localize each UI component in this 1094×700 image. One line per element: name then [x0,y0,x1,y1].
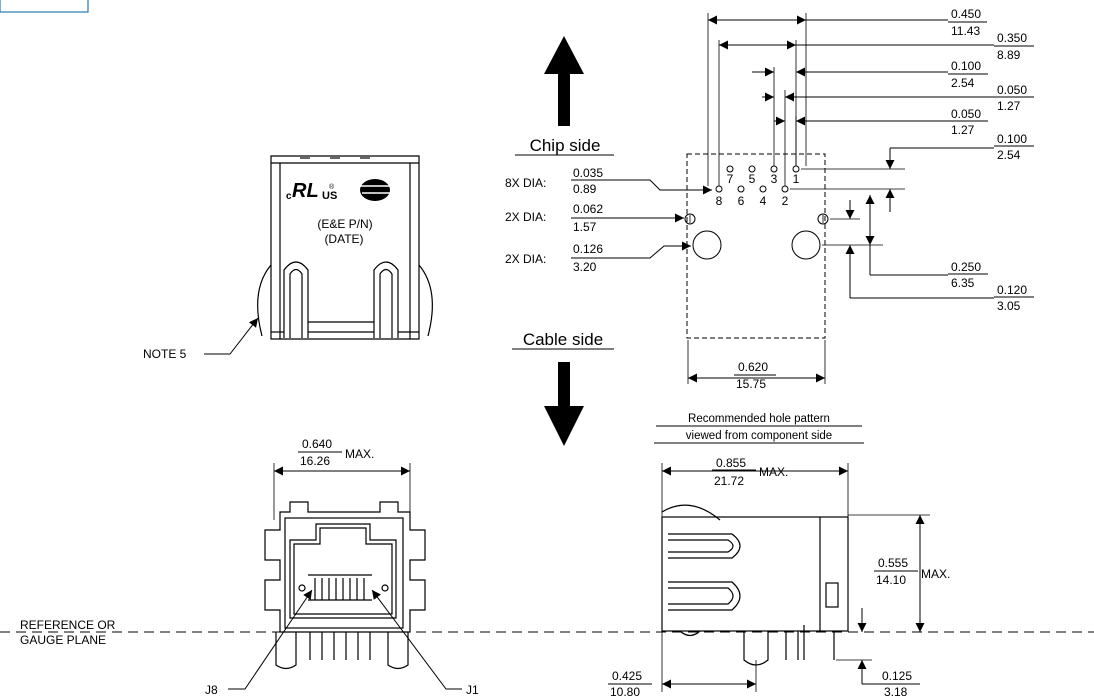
pin-label-5: 5 [749,172,756,186]
dim-250-in: 0.250 [951,260,981,274]
dim-250-mm: 6.35 [951,276,975,290]
svg-text:US: US [322,190,337,202]
dim-640-mm: 16.26 [300,454,330,468]
dim-125-in: 0.125 [882,669,912,683]
hole-callout-3-in: 0.126 [573,242,603,256]
hole-callout-3-prefix: 2X DIA: [505,252,546,266]
j8-label: J8 [205,683,218,697]
dim-050b-in: 0.050 [951,107,981,121]
dim-050b-mm: 1.27 [951,123,975,137]
dim-620-mm: 15.75 [736,377,766,391]
dim-450-mm: 11.43 [951,24,980,38]
dim-620-in: 0.620 [738,360,768,374]
dim-855-mm: 21.72 [714,474,744,488]
ref-plane-label-1: REFERENCE OR [20,618,116,632]
j1-label: J1 [466,683,479,697]
jack-front-face [264,501,426,670]
max-label-855: MAX. [759,465,788,479]
chip-side-label: Chip side [530,136,601,155]
ul-certification-logo: c RL US ® [286,179,394,202]
recommended-line2: viewed from component side [686,430,832,442]
hole-callout-2-in: 0.062 [573,202,603,216]
hole-pattern [684,153,829,339]
dim-555-in: 0.555 [878,556,908,570]
dim-100b-in: 0.100 [997,132,1027,146]
dim-100b-mm: 2.54 [997,148,1021,162]
pin-label-4: 4 [760,194,767,208]
dim-425-mm: 10.80 [610,685,640,699]
part-number-text: (E&E P/N) [317,217,372,231]
max-label-555: MAX. [921,567,950,581]
pin-label-2: 2 [782,194,789,208]
svg-text:RL: RL [292,180,319,202]
dim-050a-mm: 1.27 [997,99,1021,113]
date-text: (DATE) [324,232,363,246]
dim-640-in: 0.640 [302,437,332,451]
hole-callout-1-prefix: 8X DIA: [505,176,546,190]
hole-callout-1-mm: 0.89 [573,182,597,196]
recommended-line1: Recommended hole pattern [688,413,830,425]
dim-555-mm: 14.10 [876,573,906,587]
svg-text:c: c [286,191,292,202]
corner-box [0,0,89,13]
dim-125-mm: 3.18 [884,685,908,699]
dim-120-mm: 3.05 [997,299,1021,313]
svg-text:®: ® [329,183,335,191]
jack-side-view [661,504,849,666]
cable-side-label: Cable side [523,330,603,349]
front-view [257,155,433,340]
chip-side-arrow [544,36,584,126]
dim-855-in: 0.855 [716,456,746,470]
pin-label-8: 8 [716,194,723,208]
max-label-640: MAX. [345,447,374,461]
dim-050a-in: 0.050 [997,83,1027,97]
pin-label-1: 1 [793,172,800,186]
ref-plane-label-2: GAUGE PLANE [20,633,106,647]
hole-callout-3-mm: 3.20 [573,260,597,274]
dim-350-mm: 8.89 [997,48,1021,62]
hole-callout-1-in: 0.035 [573,166,603,180]
dim-450-in: 0.450 [951,7,981,21]
hole-callout-2-mm: 1.57 [573,220,597,234]
dim-120-in: 0.120 [997,283,1027,297]
dim-425-in: 0.425 [612,669,642,683]
cable-side-arrow [544,362,584,446]
dim-100a-mm: 2.54 [951,76,975,90]
pin-label-6: 6 [738,194,745,208]
hole-callout-2-prefix: 2X DIA: [505,210,546,224]
pin-label-3: 3 [771,172,778,186]
note5-label: NOTE 5 [143,347,187,361]
pin-label-7: 7 [727,172,734,186]
dim-100a-in: 0.100 [951,59,981,73]
dim-350-in: 0.350 [997,31,1027,45]
